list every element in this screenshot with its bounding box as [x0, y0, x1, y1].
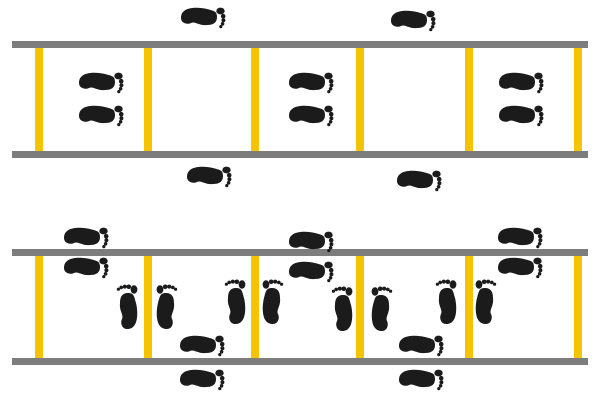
ladder-rung	[35, 253, 43, 361]
ladder-rung	[356, 45, 364, 154]
ladder-rung	[356, 253, 364, 361]
footprint-icon	[187, 167, 232, 188]
footprint-icon	[498, 258, 543, 279]
footprint-icon	[157, 285, 178, 330]
ladder-rung	[574, 45, 582, 154]
ladder-rung	[35, 45, 43, 154]
footprint-icon	[181, 8, 226, 29]
footprint-icon	[289, 106, 334, 127]
footprint-icon	[498, 228, 543, 249]
footprint-icon	[64, 228, 109, 249]
footprint-icon	[499, 73, 544, 94]
footprint-icon	[180, 336, 225, 357]
footprint-icon	[476, 280, 497, 325]
footprint-icon	[399, 370, 444, 391]
ladder-bottom-rail	[12, 358, 588, 365]
footprint-icon	[79, 106, 124, 127]
footprint-icon	[180, 370, 225, 391]
ladder-top	[12, 41, 588, 158]
footprint-icon	[79, 73, 124, 94]
footprint-icon	[332, 287, 353, 332]
ladders	[12, 41, 588, 365]
footprint-icon	[117, 285, 138, 330]
footprint-icon	[372, 287, 393, 332]
ladder-top-rail	[12, 249, 588, 256]
ladder-rung	[465, 253, 473, 361]
footprint-icon	[263, 280, 284, 325]
ladder-rung	[144, 253, 152, 361]
ladder-top-rail	[12, 41, 588, 48]
footprint-icon	[289, 73, 334, 94]
ladder-rung	[465, 45, 473, 154]
footprint-icon	[225, 280, 246, 325]
footprint-icon	[64, 258, 109, 279]
footprint-icon	[499, 106, 544, 127]
footprint-icon	[289, 262, 334, 283]
ladder-bottom-rail	[12, 151, 588, 158]
ladder-rung	[251, 45, 259, 154]
footprint-icon	[399, 336, 444, 357]
ladder-rung	[574, 253, 582, 361]
ladder-rung	[144, 45, 152, 154]
ladder-rung	[251, 253, 259, 361]
footprint-icon	[397, 171, 442, 192]
footprint-icon	[436, 280, 457, 325]
footprint-icon	[391, 11, 436, 32]
